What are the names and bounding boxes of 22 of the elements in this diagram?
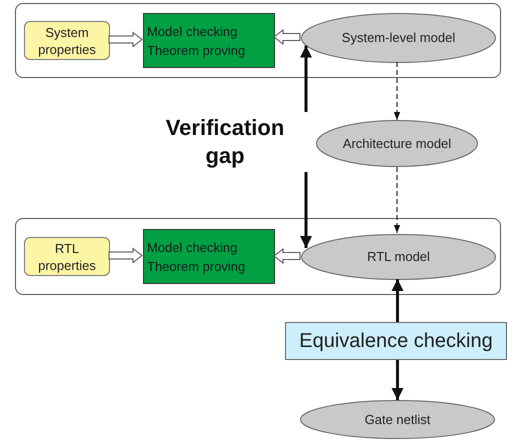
hollow-arrow (273, 248, 300, 264)
gap-label: Verification gap (150, 112, 312, 172)
hollow-arrow (108, 247, 143, 264)
dashed-arrow (394, 62, 400, 120)
arrow (392, 360, 404, 400)
dashed-arrow (394, 166, 400, 234)
group-panel (15, 3, 501, 78)
properties-box: RTL properties (24, 237, 110, 276)
model-ellipse: System-level model (301, 13, 496, 63)
model-ellipse: RTL model (301, 234, 496, 280)
hollow-arrow (273, 28, 300, 46)
model-ellipse: Architecture model (316, 120, 478, 167)
arrow (392, 279, 404, 322)
model-ellipse: Gate netlist (300, 400, 495, 439)
arrow (300, 172, 312, 248)
properties-box: System properties (24, 21, 110, 60)
process-box: Equivalence checking (285, 322, 507, 360)
method-box: Model checking Theorem proving (143, 229, 275, 284)
arrow (300, 46, 312, 112)
hollow-arrow (108, 31, 143, 48)
group-panel (15, 218, 501, 295)
method-box: Model checking Theorem proving (143, 13, 275, 68)
